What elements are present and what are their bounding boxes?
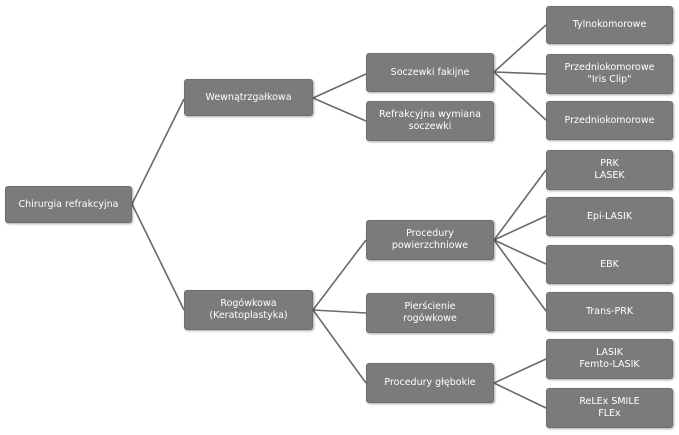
node-epi-lasik: Epi-LASIK [546, 197, 673, 236]
connector-phakic-irisclip [493, 71, 547, 75]
node-trans-prk: Trans-PRK [546, 292, 673, 331]
node-ebk: EBK [546, 245, 673, 284]
connector-corneal-rings [312, 309, 367, 314]
node-posterior-chamber: Tylnokomorowe [546, 6, 673, 44]
connector-intraocular-phakic [312, 73, 367, 99]
node-corneal-rings: Pierścienie rogówkowe [366, 293, 494, 333]
connector-corneal-deep [312, 309, 367, 384]
connector-surface-transprk [493, 239, 547, 312]
connector-surface-epilasik [493, 215, 547, 241]
connector-phakic-anterior [493, 71, 547, 121]
node-lasik-femto: LASIK Femto-LASIK [546, 339, 673, 379]
node-refractive-surgery: Chirurgia refrakcyjna [5, 186, 132, 223]
node-intraocular: Wewnątrzgałkowa [184, 79, 313, 116]
node-corneal: Rogówkowa (Keratoplastyka) [184, 290, 313, 330]
connector-root-intraocular [131, 98, 185, 205]
node-surface-procedures: Procedury powierzchniowe [366, 220, 494, 260]
connector-surface-prk [493, 169, 547, 241]
connector-phakic-posterior [493, 24, 547, 73]
node-anterior-chamber: Przedniokomorowe [546, 101, 673, 140]
node-deep-procedures: Procedury głębokie [366, 363, 494, 403]
connector-deep-smile [493, 382, 547, 409]
node-phakic-lenses: Soczewki fakijne [366, 53, 494, 92]
connector-intraocular-rle [312, 97, 367, 122]
connector-root-corneal [131, 203, 185, 311]
connector-surface-ebk [493, 239, 547, 265]
connector-corneal-surface [312, 239, 367, 311]
connector-deep-lasik [493, 358, 547, 384]
node-anterior-iris-clip: Przedniokomorowe "Iris Clip" [546, 54, 673, 94]
node-relex-smile-flex: ReLEx SMILE FLEx [546, 388, 673, 428]
node-refractive-lens-exchange: Refrakcyjna wymiana soczewki [366, 101, 494, 141]
node-prk-lasek: PRK LASEK [546, 150, 673, 190]
